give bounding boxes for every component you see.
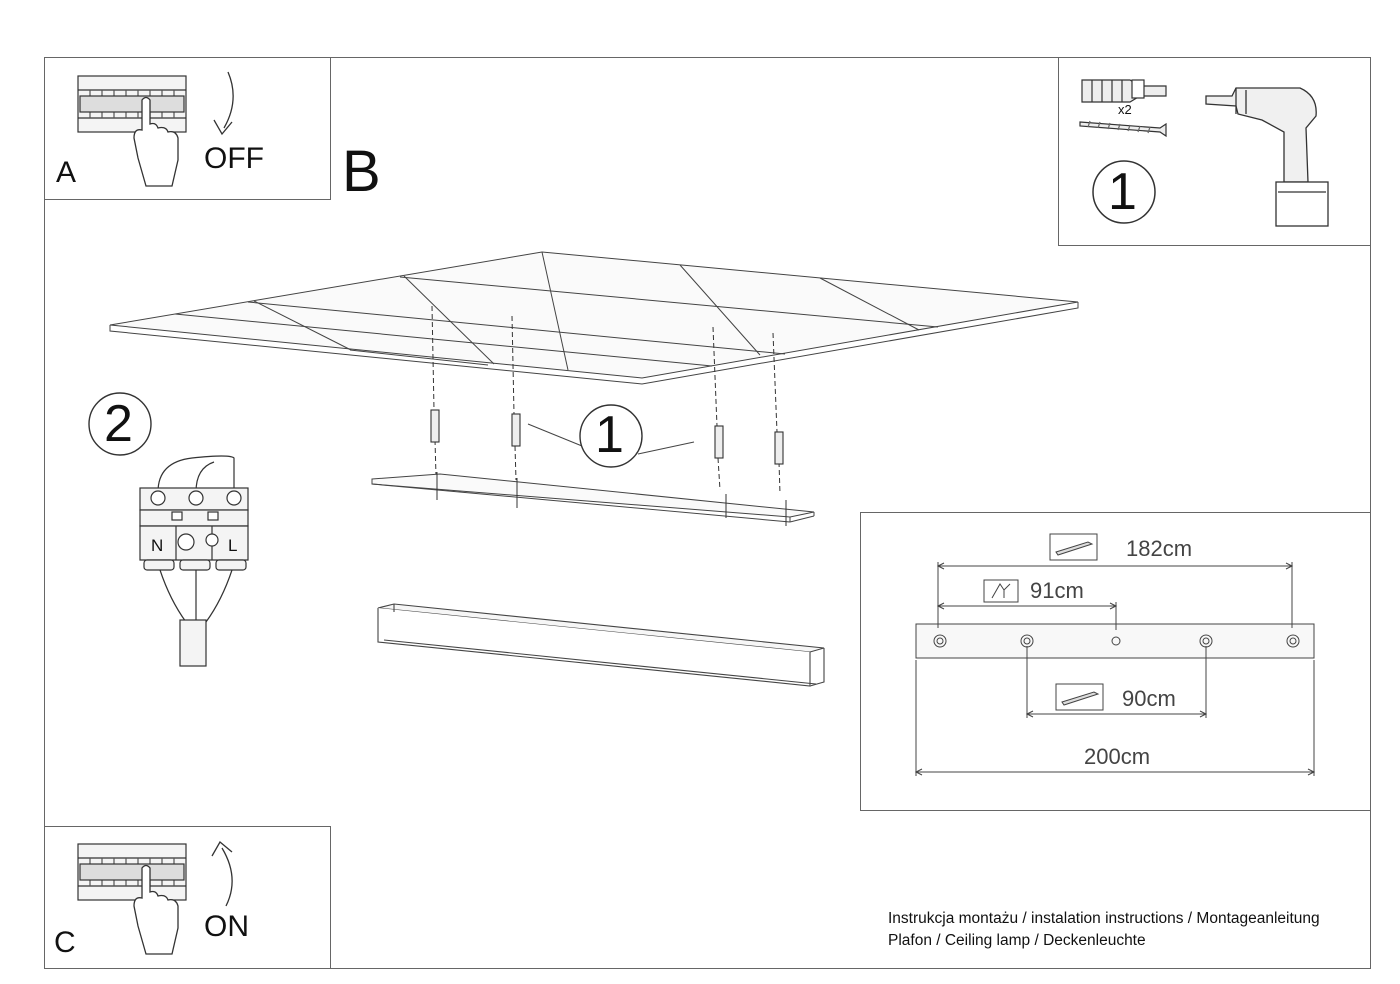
link-lines <box>527 423 695 455</box>
arrow-down-icon <box>213 71 234 136</box>
bar-screws <box>436 472 787 526</box>
screw-icon <box>1079 120 1167 138</box>
footer-line-1: Instrukcja montażu / instalation instruc… <box>888 910 1320 927</box>
ceiling-grid <box>109 251 1079 385</box>
tools-step-number: 1 <box>1108 163 1137 221</box>
dimension-90 <box>1025 646 1208 718</box>
step-c-letter: C <box>54 926 76 959</box>
dimension-91 <box>936 579 1118 630</box>
breaker-box-icon <box>77 843 187 901</box>
step-c-action: ON <box>204 910 249 943</box>
dimension-200-label: 200cm <box>1084 744 1151 769</box>
dimensions-panel <box>860 512 1371 811</box>
screws-step-circle <box>579 404 643 468</box>
arrow-up-icon <box>211 841 233 907</box>
step-a-letter: A <box>56 156 77 189</box>
mounting-plate <box>915 623 1315 659</box>
dimension-91-label: 91cm <box>1030 578 1084 603</box>
screw-icon <box>1055 541 1094 556</box>
terminal-neutral-label: N <box>151 536 164 555</box>
drill-lines <box>431 305 781 495</box>
wall-plug-icons <box>430 409 784 465</box>
wall-plug-icon <box>1081 79 1167 103</box>
wiring-step-circle <box>88 392 152 456</box>
step-b-letter: B <box>342 139 381 204</box>
mounting-holes <box>933 634 1300 648</box>
hand-icon <box>133 864 179 955</box>
step-a-action: OFF <box>204 142 264 175</box>
terminal-live-label: L <box>228 536 238 555</box>
ceiling-lamp <box>377 603 825 687</box>
footer-line-2: Plafon / Ceiling lamp / Deckenleuchte <box>888 932 1146 949</box>
screw-icon <box>1061 691 1100 706</box>
terminal-block-icon <box>139 487 249 571</box>
dimension-90-label: 90cm <box>1122 686 1176 711</box>
dimension-200 <box>914 660 1316 776</box>
screws-step-number: 1 <box>595 406 624 464</box>
footer-text: Instrukcja montażu / instalation instruc… <box>888 908 1320 952</box>
wiring-step-number: 2 <box>104 395 133 453</box>
mounting-bar <box>371 473 815 523</box>
dimension-182 <box>936 533 1294 628</box>
breaker-box-icon <box>77 75 187 133</box>
step-1-circle <box>1092 160 1156 224</box>
parts-count: x2 <box>1118 102 1132 117</box>
drill-icon <box>1205 87 1329 227</box>
cable-icon <box>991 583 1011 599</box>
dimension-182-label: 182cm <box>1126 536 1193 561</box>
wires-bottom <box>159 569 233 667</box>
hand-icon <box>133 96 179 187</box>
